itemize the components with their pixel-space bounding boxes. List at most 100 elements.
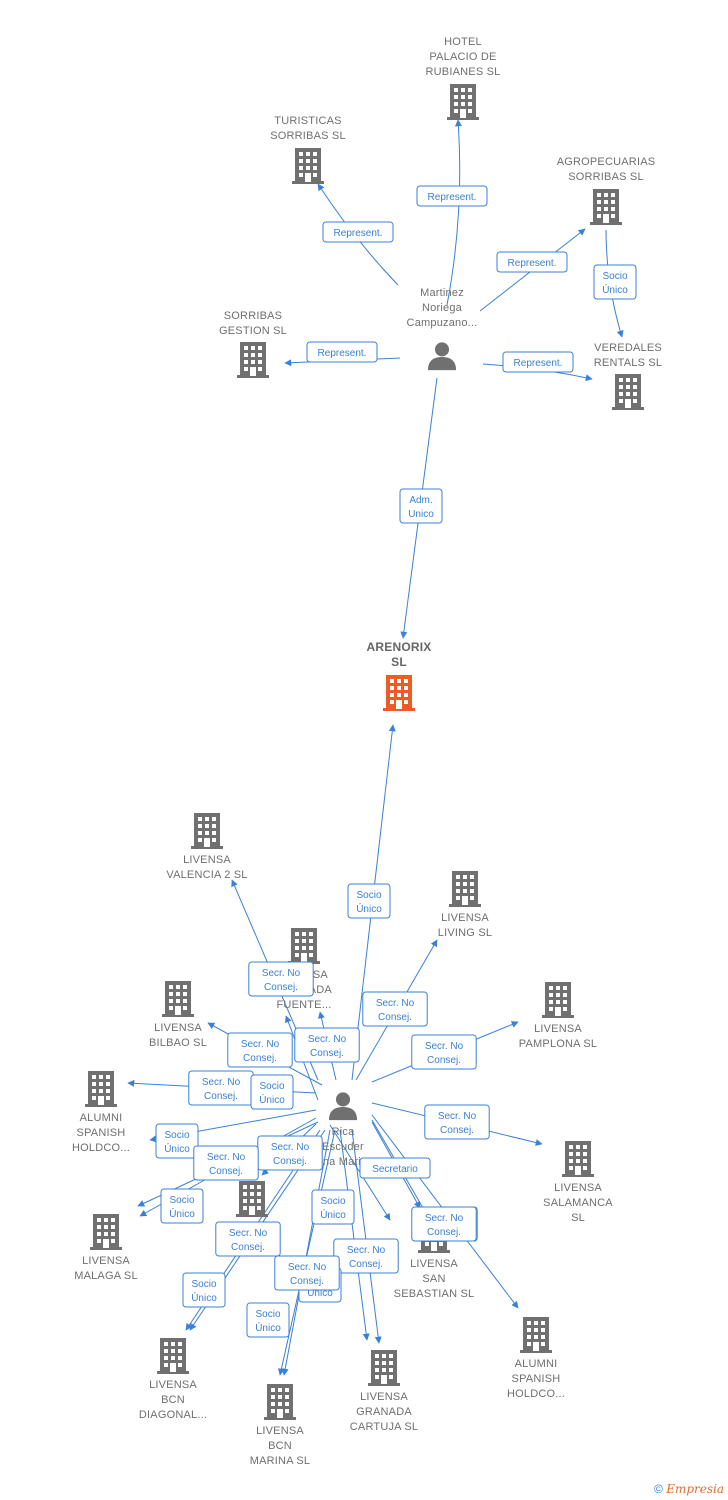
edge-label-text: Consej.	[310, 1048, 344, 1059]
node-martinez[interactable]: MartinezNoriegaCampuzano...	[407, 287, 478, 371]
node-label-line: Ana Mari...	[315, 1156, 370, 1168]
node-label-line: LIVING SL	[438, 927, 492, 939]
node-label-line: AGROPECUARIAS	[557, 156, 656, 168]
edge-label-box	[182, 1272, 226, 1308]
edge-label-text: Único	[259, 1093, 285, 1106]
edge-label-box	[215, 1221, 281, 1257]
node-alumni2[interactable]: ALUMNISPANISHHOLDCO...	[507, 1317, 565, 1400]
edge-line-rica-cartuja	[351, 1129, 382, 1344]
node-label-line: LIVENSA	[183, 854, 231, 866]
node-label-line: SL	[571, 1212, 585, 1224]
brand-logo-text[interactable]: Empresia	[666, 1482, 724, 1496]
node-label-line: FUENTE...	[277, 999, 332, 1011]
node-diagonal[interactable]: LIVENSABCNDIAGONAL...	[139, 1338, 207, 1421]
edge-label-text: Secr. No	[202, 1077, 241, 1088]
building-icon	[90, 1214, 122, 1250]
edge-label-martinez-hotel[interactable]: Represent.	[416, 185, 488, 207]
node-bilbao[interactable]: LIVENSA BILBAO SL	[149, 981, 207, 1049]
edge-label-text: Consej.	[427, 1227, 461, 1238]
copyright-symbol: ©	[654, 1482, 663, 1496]
edge-label-box	[274, 1255, 340, 1291]
node-label-line: Martinez	[420, 287, 464, 299]
node-agropecuarias[interactable]: AGROPECUARIAS SORRIBAS SL	[557, 156, 656, 225]
edge-label-box	[502, 351, 574, 373]
edge-label-text: Secr. No	[438, 1111, 477, 1122]
node-label-line: LIVENSA	[154, 1022, 202, 1034]
node-label-line: CARTUJA SL	[350, 1421, 418, 1433]
edge-label-text: Secr. No	[425, 1041, 464, 1052]
edge-label-martinez-agropecuarias[interactable]: Represent.	[496, 251, 568, 273]
node-label-line: Rica	[332, 1126, 355, 1138]
edge-label-rica-sansebastian[interactable]: Secretario	[359, 1157, 431, 1179]
edge-label-martinez-veredales[interactable]: Represent.	[502, 351, 574, 373]
edge-label-box	[416, 185, 488, 207]
building-icon	[85, 1071, 117, 1107]
node-label-line: PALACIO DE	[429, 51, 496, 63]
edge-label-box	[306, 341, 378, 363]
node-alumni1[interactable]: ALUMNISPANISHHOLDCO...	[72, 1071, 130, 1154]
node-label-line: SL	[391, 655, 407, 669]
node-label-line: VALENCIA 2 SL	[166, 869, 247, 881]
edge-label-text: Secretario	[372, 1164, 418, 1175]
node-valencia2[interactable]: LIVENSA VALENCIA 2 SL	[166, 813, 247, 881]
edge-label-text: Consej.	[290, 1276, 324, 1287]
edge-line-rica-marina	[281, 1129, 331, 1376]
edge-label-text: Único	[320, 1208, 346, 1221]
edge-label-text: Único	[191, 1291, 217, 1304]
node-label-line: BCN	[161, 1394, 185, 1406]
edge-label-text: Adm.	[409, 495, 432, 506]
node-label-line: LIVENSA	[410, 1258, 458, 1270]
edge-label-box	[411, 1034, 477, 1070]
edge-label-text: Represent.	[428, 192, 477, 203]
node-label-line: HOLDCO...	[72, 1142, 130, 1154]
node-label-line: BILBAO SL	[149, 1037, 207, 1049]
building-icon	[542, 982, 574, 1018]
node-label-line: SORRIBAS SL	[568, 171, 644, 183]
edges-layer	[127, 119, 624, 1376]
node-label-line: MARINA SL	[250, 1455, 311, 1467]
edge-label-martinez-arenorix[interactable]: Adm.Unico	[399, 488, 443, 524]
node-label-line: ALUMNI	[80, 1112, 123, 1124]
footer-credit: © Empresia	[654, 1482, 724, 1496]
edge-label-text: Represent.	[334, 228, 383, 239]
edge-label-text: Secr. No	[262, 968, 301, 979]
edge-label-martinez-turisticas[interactable]: Represent.	[322, 221, 394, 243]
edge-label-text: Único	[356, 902, 382, 915]
edge-label-martinez-sorribas_gestion[interactable]: Represent.	[306, 341, 378, 363]
